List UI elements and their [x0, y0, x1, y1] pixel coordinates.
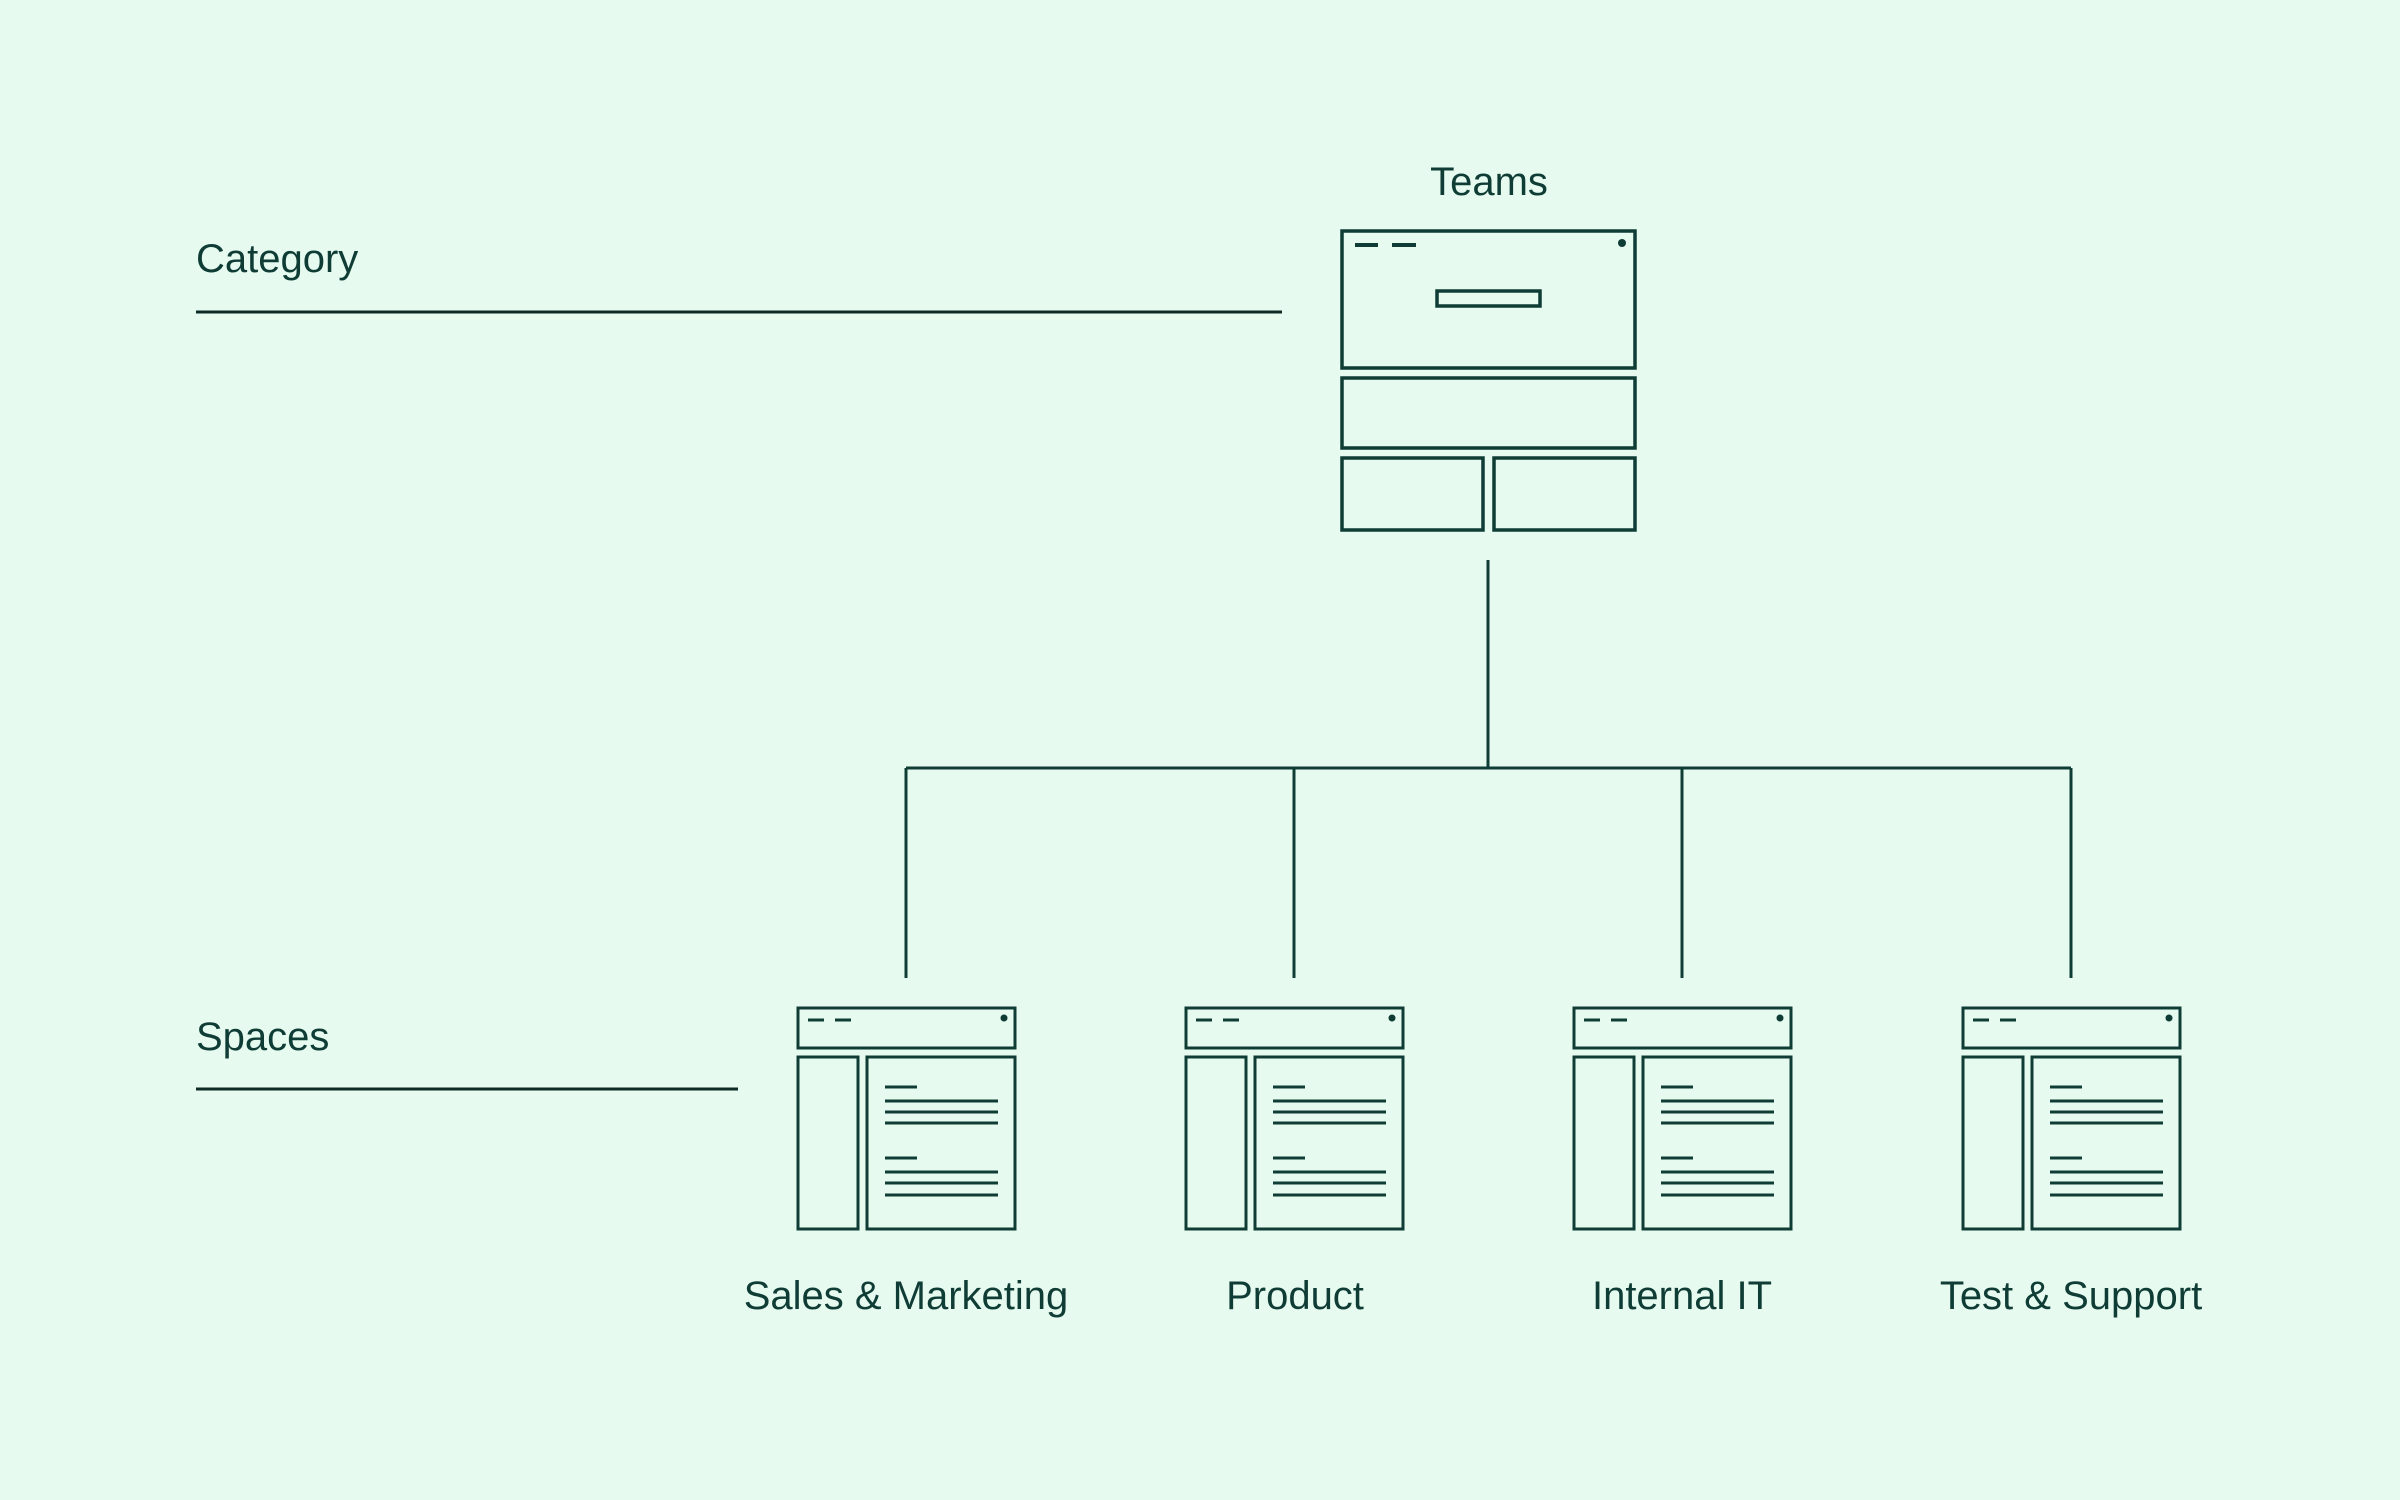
space-page-wireframe-icon — [1184, 1006, 1405, 1231]
child-node-label: Sales & Marketing — [743, 1274, 1069, 1318]
space-page-wireframe-icon — [796, 1006, 1017, 1231]
tree-connectors — [904, 560, 2073, 978]
child-node-label: Test & Support — [1939, 1274, 2203, 1318]
space-page-wireframe-icon — [1961, 1006, 2182, 1231]
child-node-label: Product — [1226, 1274, 1364, 1318]
category-level-label: Category — [196, 237, 359, 281]
child-node-label: Internal IT — [1591, 1274, 1773, 1318]
teams-page-wireframe-icon — [1340, 229, 1637, 532]
space-page-wireframe-icon — [1572, 1006, 1793, 1231]
root-node-label: Teams — [1430, 160, 1548, 204]
spaces-level-label: Spaces — [196, 1015, 330, 1059]
